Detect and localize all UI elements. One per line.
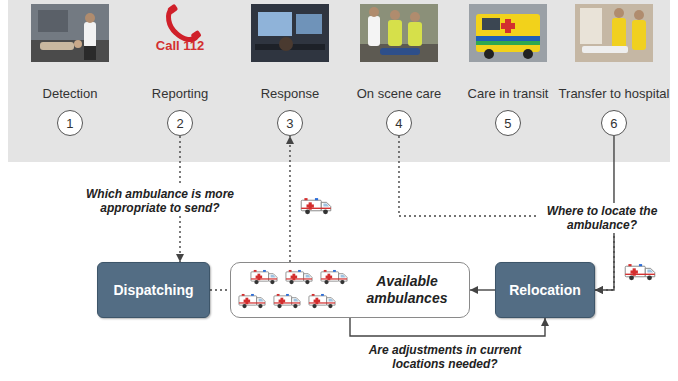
hospital-photo [580,8,602,44]
stage-label: On scene care [357,86,442,102]
stage-label: Transfer to hospital [559,86,670,102]
detection-photo [38,10,68,32]
connector-line [350,318,545,336]
call-label: Call 112 [156,38,204,54]
step-number: 2 [167,110,193,136]
arrow-head [176,254,184,262]
detection-photo [84,46,96,60]
stage-marker: Detection 1 [43,86,98,136]
ambulance-icons [251,270,277,284]
stage-label: Reporting [152,86,208,102]
process-box: Relocation [495,262,595,318]
hospital-photo [634,10,644,20]
connector-line [289,136,290,262]
edge-label: Where to locate the ambulance? [536,203,668,233]
on-scene-photo [380,48,420,55]
transit-photo [501,23,515,29]
arrow-head [470,286,478,294]
edge-label: Which ambulance is more appropriate to s… [74,186,246,216]
arrow-head [286,136,294,144]
ambulance-icons [274,294,300,308]
ambulance-pool: Available ambulances [230,262,470,318]
transit-photo [482,18,500,30]
response-photo [296,14,322,34]
pool-label: Available ambulances [351,273,463,307]
response-photo [251,4,329,62]
arrow-head [595,286,603,294]
on-scene-photo [360,4,438,62]
box-label: Relocation [509,282,581,299]
on-scene-photo [408,22,422,46]
connector [286,136,294,262]
on-scene-photo [388,20,402,46]
connector [470,286,495,294]
transit-photo [476,36,540,41]
detection-photo [85,13,95,23]
detection-photo [31,4,109,62]
on-scene-photo [410,12,420,22]
arrow-head [541,318,549,326]
edge-label: Are adjustments in current locations nee… [339,342,551,372]
response-photo [251,4,329,62]
on-scene-photo [360,44,438,62]
step-number: 5 [495,110,521,136]
on-scene-photo [368,16,380,46]
on-scene-photo [369,7,379,17]
on-scene-photo [390,10,400,20]
stage-marker: Response 3 [261,86,320,136]
hospital-photo [575,4,653,62]
connector-line [210,289,230,290]
stage-marker: Care in transit 5 [468,86,549,136]
transit-photo [476,41,540,45]
ambulance-icons [309,294,335,308]
hospital-photo [575,4,653,62]
hospital-photo [612,18,626,50]
transit-photo [476,14,540,52]
stage-label: Detection [43,86,98,102]
ambulance-icons [301,198,331,214]
response-photo [258,12,292,36]
stage-label: Care in transit [468,86,549,102]
arrow-head [595,286,603,294]
detection-photo [40,42,74,50]
transit-photo [523,49,533,59]
phone-icon [167,4,202,41]
connector [350,318,549,336]
on-scene-photo [360,4,438,62]
step-number: 3 [277,110,303,136]
response-photo [279,37,293,51]
ambulance-icons [321,270,347,284]
ambulance-icons [239,294,265,308]
phone-icon [167,4,178,15]
connector [210,290,230,291]
detection-photo [31,4,109,62]
detection-photo [31,40,109,62]
stage-marker: On scene care 4 [357,86,442,136]
hospital-photo [582,46,628,53]
box-label: Dispatching [113,282,193,299]
step-number: 1 [57,110,83,136]
transit-photo [484,49,494,59]
stage-marker: Reporting 2 [152,86,208,136]
detection-photo [74,40,82,48]
detection-photo [84,22,96,48]
transit-photo [469,4,547,62]
transit-photo [469,4,547,62]
hospital-photo [614,8,624,18]
stage-label: Response [261,86,320,102]
ambulance-icons [625,264,655,280]
process-box: Dispatching [97,262,210,318]
hospital-photo [632,20,646,50]
step-number: 4 [386,110,412,136]
ambulance-icons [286,270,312,284]
stage-band [8,0,670,162]
stage-marker: Transfer to hospital 6 [559,86,670,136]
step-number: 6 [601,110,627,136]
